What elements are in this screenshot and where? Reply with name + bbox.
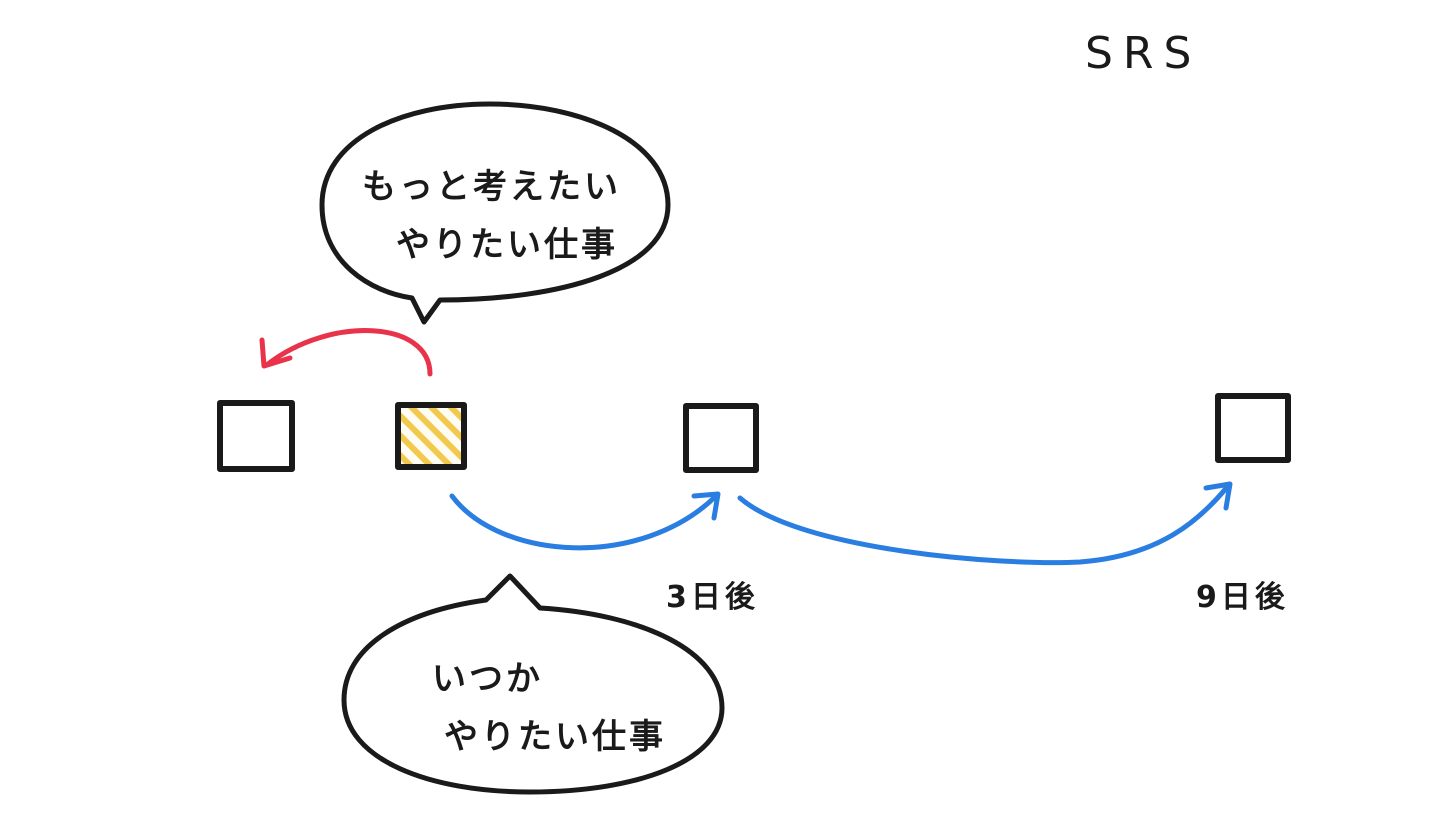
box-previous [217, 400, 295, 472]
interval-label-3-days: 3日後 [666, 580, 759, 615]
interval-label-9-days: 9日後 [1196, 580, 1289, 615]
bubble-top-text: もっと考えたい やりたい仕事 [362, 158, 621, 274]
bubble-bottom-line1: いつか [432, 659, 543, 699]
bubble-top-line1: もっと考えたい [362, 167, 621, 207]
box-after-9-days [1215, 393, 1291, 463]
bubble-top-line2: やりたい仕事 [396, 225, 618, 265]
back-arrow [259, 328, 433, 377]
diagram-title: SRS [1085, 28, 1202, 79]
speech-bubble-top [319, 101, 671, 325]
bubble-bottom-text: いつか やりたい仕事 [432, 650, 666, 766]
forward-arrow-9-days [737, 481, 1233, 566]
speech-bubble-bottom [341, 573, 725, 795]
bubble-bottom-line2: やりたい仕事 [444, 717, 666, 757]
box-current-highlighted [395, 402, 467, 470]
forward-arrow-3-days [449, 491, 721, 551]
box-after-3-days [683, 403, 759, 473]
